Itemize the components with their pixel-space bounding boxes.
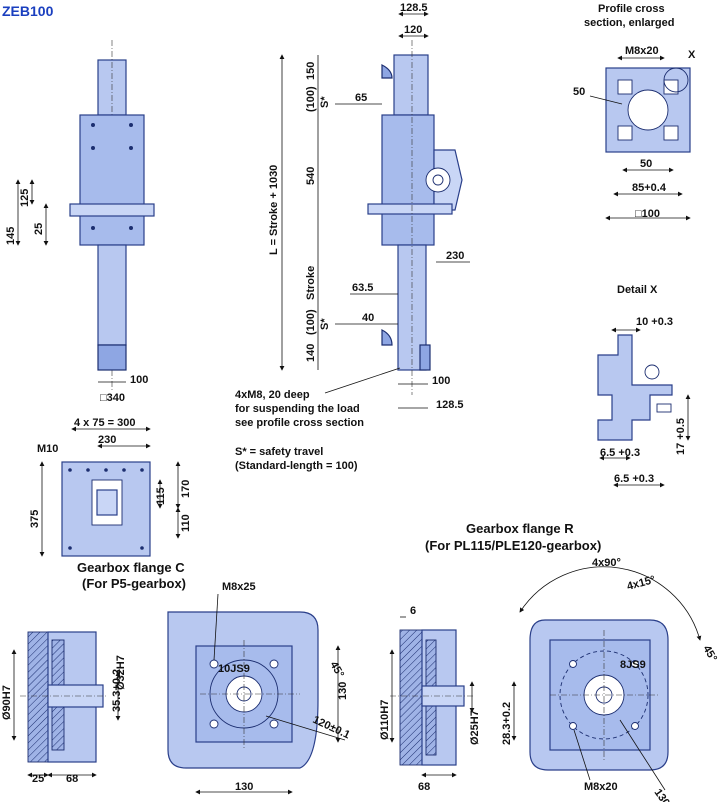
flange-c-d32: Ø32H7 xyxy=(115,655,127,690)
flange-r-d25: Ø25H7 xyxy=(469,710,481,745)
dim-150: 150 xyxy=(305,62,317,80)
flange-r-28-3: 28.3+0.2 xyxy=(501,702,513,745)
flange-c-45deg: 45° xyxy=(327,660,346,680)
base-4x75: 4 x 75 = 300 xyxy=(74,417,135,429)
flange-r-d110: Ø110H7 xyxy=(379,700,391,740)
dim-125: 125 xyxy=(19,189,31,207)
dim-stroke: Stroke xyxy=(305,266,317,300)
dim-63-5: 63.5 xyxy=(352,282,373,294)
flange-r-130: 130 xyxy=(652,787,672,802)
flange-r-6: 6 xyxy=(410,605,416,617)
dim-120: 120 xyxy=(404,24,422,36)
flange-c-d90: Ø90H7 xyxy=(1,685,13,720)
base-115: 115 xyxy=(155,487,167,505)
profile-title-2: section, enlarged xyxy=(584,17,674,29)
safety-line-2: (Standard-length = 100) xyxy=(235,460,358,472)
base-plate-view: 4 x 75 = 300 230 M10 375 115 170 110 xyxy=(29,417,192,557)
flange-r-8js9: 8JS9 xyxy=(620,659,646,671)
drawing-title: ZEB100 xyxy=(2,3,54,19)
flange-r-4x15: 4x15° xyxy=(626,574,657,593)
base-375: 375 xyxy=(29,510,41,528)
detail-10: 10 +0.3 xyxy=(636,316,673,328)
dim-140: 140 xyxy=(305,344,317,362)
dim-540: 540 xyxy=(305,167,317,185)
flange-r-68: 68 xyxy=(418,781,430,793)
profile-50: 50 xyxy=(640,158,652,170)
detail-x: Detail X 10 +0.3 6.5 +0.3 17 +0.5 6.5 +0… xyxy=(597,284,691,488)
flange-c-68: 68 xyxy=(66,773,78,785)
safety-line-1: S* = safety travel xyxy=(235,446,323,458)
base-230: 230 xyxy=(98,434,116,446)
detail-17: 17 +0.5 xyxy=(675,418,687,455)
flange-c-130-v: 130 xyxy=(337,682,349,700)
profile-100: □100 xyxy=(635,208,660,220)
dim-100: 100 xyxy=(130,374,148,386)
base-110: 110 xyxy=(180,514,192,532)
dim-40: 40 xyxy=(362,312,374,324)
flange-r-m8x20: M8x20 xyxy=(584,781,618,793)
flange-c-130-h: 130 xyxy=(235,781,253,793)
gearbox-flange-r: Gearbox flange R (For PL115/PLE120-gearb… xyxy=(379,521,719,802)
dim-100-bottom-h: 100 xyxy=(432,375,450,387)
dim-340: □340 xyxy=(100,392,125,404)
flange-r-4x90: 4x90° xyxy=(592,557,621,569)
flange-c-10js9: 10JS9 xyxy=(218,663,250,675)
dim-128-5-bottom: 128.5 xyxy=(436,399,464,411)
detail-6-5-b: 6.5 +0.3 xyxy=(614,473,654,485)
side-view: 128.5 120 L = Stroke + 1030 150 (100) S*… xyxy=(235,2,470,472)
flange-c-35-3: 35.3+0.2 xyxy=(111,669,123,712)
note-line-2: for suspending the load xyxy=(235,403,360,415)
flange-r-45deg: 45° xyxy=(700,644,719,664)
profile-m8x20: M8x20 xyxy=(625,45,659,57)
dim-145: 145 xyxy=(5,227,17,245)
note-line-3: see profile cross section xyxy=(235,417,364,429)
base-m10: M10 xyxy=(37,443,58,455)
flange-c-title-1: Gearbox flange C xyxy=(77,560,185,575)
profile-x: X xyxy=(688,49,696,61)
flange-c-25: 25 xyxy=(32,773,44,785)
dim-s-top: S* xyxy=(319,96,331,108)
flange-c-title-2: (For P5-gearbox) xyxy=(82,576,186,591)
front-view: 145 125 25 100 □340 xyxy=(5,40,155,404)
dim-25: 25 xyxy=(33,223,45,235)
note-line-1: 4xM8, 20 deep xyxy=(235,389,310,401)
dim-100-top: (100) xyxy=(305,86,317,112)
dim-230: 230 xyxy=(446,250,464,262)
dim-65: 65 xyxy=(355,92,367,104)
profile-cross-section: Profile cross section, enlarged M8x20 X … xyxy=(573,3,696,221)
flange-r-title-1: Gearbox flange R xyxy=(466,521,574,536)
base-170: 170 xyxy=(180,480,192,498)
dim-s-bottom: S* xyxy=(319,318,331,330)
detail-title: Detail X xyxy=(617,284,658,296)
dim-length: L = Stroke + 1030 xyxy=(268,165,280,255)
gearbox-flange-c: Gearbox flange C (For P5-gearbox) Ø90H7 … xyxy=(1,560,352,795)
profile-50-diag: 50 xyxy=(573,86,585,98)
flange-c-m8x25: M8x25 xyxy=(222,581,256,593)
profile-title-1: Profile cross xyxy=(598,3,665,15)
detail-6-5-a: 6.5 +0.3 xyxy=(600,447,640,459)
dim-128-5-top: 128.5 xyxy=(400,2,428,14)
profile-85: 85+0.4 xyxy=(632,182,667,194)
dim-100-bottom: (100) xyxy=(305,309,317,335)
flange-r-title-2: (For PL115/PLE120-gearbox) xyxy=(425,538,601,553)
